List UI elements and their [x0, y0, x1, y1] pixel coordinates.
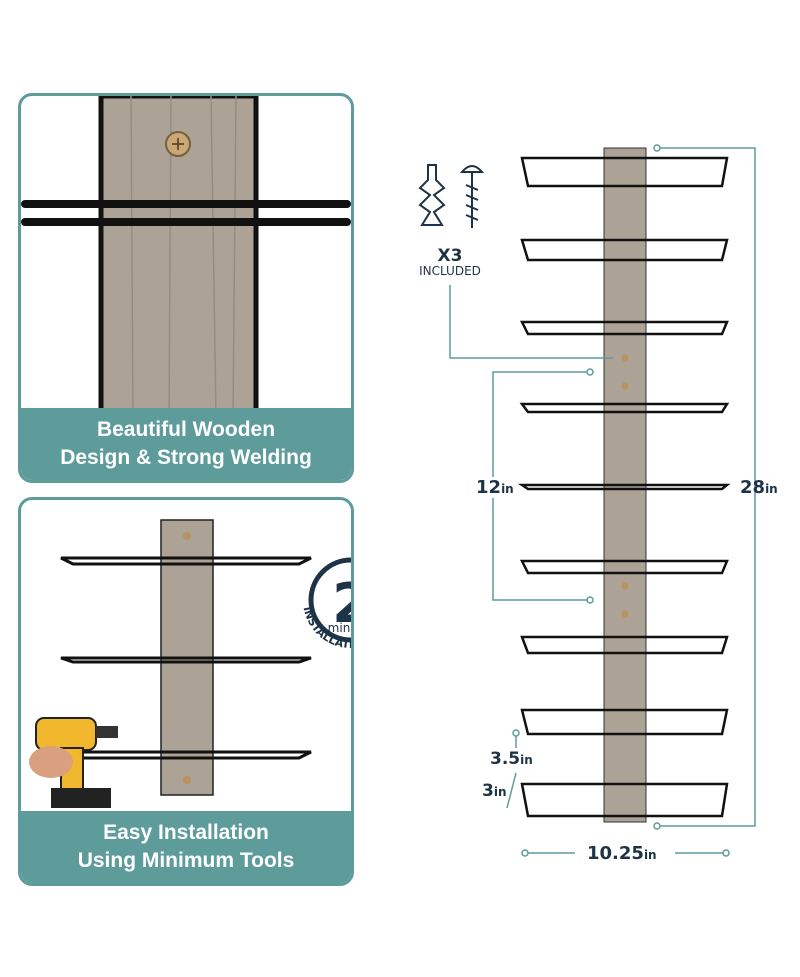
rack-wire-tier [520, 708, 729, 736]
rack-wire-tier [517, 483, 731, 491]
depth-b-dimension: 3in [482, 781, 507, 801]
spacing-value: 12 [476, 477, 502, 498]
rack-wire-tier [519, 402, 730, 414]
height-unit: in [765, 482, 778, 496]
badge-unit: min [328, 621, 351, 635]
depth-a-dimension: 3.5in [490, 749, 533, 769]
caption-wooden-design: Beautiful Wooden Design & Strong Welding [21, 408, 351, 480]
depth-a-value: 3.5 [490, 749, 521, 769]
depth-b-value: 3 [482, 781, 494, 801]
caption-line: Beautiful Wooden [96, 418, 276, 441]
height-dimension: 28in [740, 477, 778, 498]
depth-b-unit: in [493, 785, 507, 799]
rack-wire-tier [520, 635, 729, 655]
badge-number: 2 [332, 572, 351, 635]
width-value: 10.25 [587, 843, 644, 864]
hardware-label: INCLUDED [419, 264, 481, 278]
rack-wire-tier [519, 320, 729, 336]
height-value: 28 [740, 477, 766, 498]
caption-easy-installation: Easy Installation Using Minimum Tools [21, 811, 351, 883]
caption-line: Design & Strong Welding [60, 446, 312, 469]
anchor-screw-icon [418, 164, 485, 228]
caption-line: Using Minimum Tools [77, 849, 295, 872]
hardware-count: X3 [437, 246, 463, 266]
panel-installation: 2 min INSTALLATION Easy Installation Usi… [18, 497, 354, 886]
wood-closeup-image [21, 96, 351, 416]
depth-a-unit: in [520, 753, 533, 767]
rack-wire-tier [520, 238, 729, 262]
spacing-dimension: 12in [476, 477, 514, 498]
rack-wire-tier [520, 156, 729, 188]
width-dimension: 10.25in [587, 843, 657, 864]
rack-wire-tier [520, 782, 729, 818]
panel-wood-detail: Beautiful Wooden Design & Strong Welding [18, 93, 354, 483]
width-unit: in [643, 848, 657, 862]
drill-icon [29, 717, 118, 808]
caption-line: Easy Installation [103, 821, 269, 844]
rack-wire-tier [519, 559, 729, 575]
rack-installation-image: 2 min INSTALLATION [29, 519, 351, 808]
spacing-unit: in [501, 482, 514, 496]
